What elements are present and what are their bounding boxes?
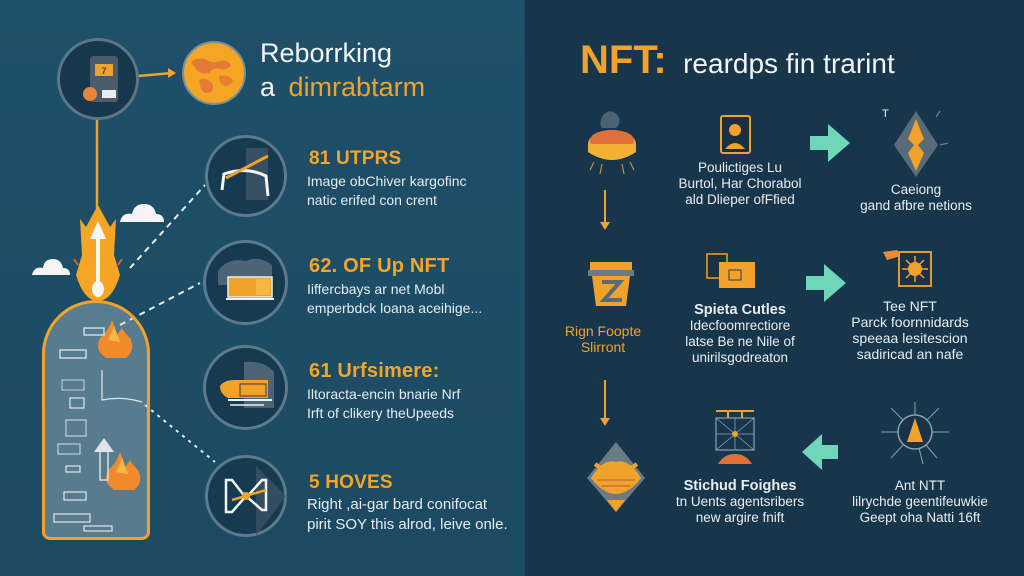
step-3-circle — [203, 345, 288, 430]
frame-tower-icon — [715, 410, 755, 464]
ship-icon — [220, 361, 274, 408]
arrow-right-icon — [806, 264, 846, 302]
node-9-title: Ant NTT — [894, 478, 946, 493]
node-2-line: ald Dlieper ofFfied — [685, 192, 795, 207]
node-3-line: gand afbre netions — [860, 198, 972, 213]
step-2-circle — [203, 240, 288, 325]
right-title-accent: NFT: — [580, 38, 667, 82]
node-9-line: lilrychde geentifeuwkie — [852, 494, 988, 509]
flow-lines — [600, 190, 610, 426]
building-icon — [218, 258, 274, 300]
node-6-text: Tee NFT Parck foornnidards speeaa lesite… — [840, 298, 980, 362]
left-title-prefix: a — [260, 72, 276, 102]
bottle-container-icon — [42, 300, 150, 540]
svg-text:T: T — [882, 108, 889, 120]
step-3-body-line2: Irft of clikery theUpeeds — [307, 405, 455, 421]
left-title-line2: a dimrabtarm — [260, 72, 425, 103]
right-title-rest: reardps fin trarint — [683, 48, 895, 79]
left-title-line1: Reborrking — [260, 38, 393, 68]
node-2-line: Poulictiges Lu — [697, 160, 783, 175]
step-3-body-line1: Iltoracta-encin bnarie Nrf — [307, 386, 461, 402]
step-2-heading: 62. OF Up NFT — [309, 255, 450, 277]
node-5-line: unirilsgodreaton — [691, 350, 789, 365]
bowl-icon — [588, 111, 636, 175]
node-2-line: Burtol, Har Chorabol — [678, 176, 802, 191]
left-title-accent: dimrabtarm — [288, 72, 426, 102]
step-1-body-line1: Image obChiver kargofinc — [307, 173, 467, 189]
arrow-right-icon — [810, 124, 850, 162]
node-8-title: Stichud Foighes — [683, 478, 797, 494]
node-5-text: Spieta Cutles Idecfoomrectiore latse Be … — [670, 302, 810, 366]
right-title: NFT: reardps fin trarint — [580, 38, 895, 83]
node-3-line: Caeiong — [890, 182, 942, 197]
node-6-line: Parck foornnidards — [851, 314, 969, 330]
compass-burst-icon — [881, 402, 949, 465]
step-2-body-line1: Iiffercbays ar net Mobl — [307, 281, 445, 297]
node-6-line: sadiricad an nafe — [856, 346, 964, 362]
hourglass-icon — [224, 466, 286, 536]
cloud-icon — [32, 259, 70, 275]
step-4-body-line1: Right ,ai-gar bard conifocat — [307, 496, 488, 513]
node-8-line: new argire fnift — [695, 510, 785, 525]
node-6-title: Tee NFT — [883, 298, 937, 314]
framed-sun-icon — [883, 250, 932, 287]
rocket-icon — [73, 205, 123, 301]
globe-icon — [182, 41, 246, 105]
start-token-circle: 7 — [57, 38, 139, 120]
arrow-left-icon — [802, 434, 838, 470]
svg-text:7: 7 — [101, 66, 106, 76]
step-4-body-line2: pirit SOY this alrod, leive onle. — [307, 516, 508, 533]
bridge-icon — [220, 148, 270, 200]
step-1-body-line2: natic erifed con crent — [307, 192, 437, 208]
cloud-icon — [120, 204, 164, 222]
node-8-line: tn Uents agentsribers — [675, 494, 805, 509]
node-5-line: latse Be ne Nile of — [685, 334, 795, 349]
basket-icon — [588, 262, 634, 306]
node-4-line: Rign Foopte — [564, 323, 642, 339]
emblem-icon — [587, 442, 645, 512]
step-2-body-line2: emperbdck loana aceihige... — [307, 300, 483, 316]
step-4-circle — [205, 455, 287, 537]
node-2-text: Poulictiges Lu Burtol, Har Chorabol ald … — [670, 160, 810, 208]
node-9-line: Geept oha Natti 16ft — [859, 510, 981, 525]
node-8-text: Stichud Foighes tn Uents agentsribers ne… — [660, 478, 820, 526]
portrait-card-icon — [720, 115, 751, 154]
bottle-contents — [53, 320, 143, 532]
diamond-icon: T — [882, 108, 949, 177]
token-card-icon: 7 — [83, 56, 118, 102]
node-3-text: Caeiong gand afbre netions — [846, 182, 986, 214]
node-5-line: Idecfoomrectiore — [689, 318, 791, 333]
node-5-title: Spieta Cutles — [694, 302, 786, 318]
cards-icon — [706, 253, 755, 288]
node-4-line: Slirront — [580, 339, 626, 355]
step-1-circle — [205, 135, 287, 217]
node-4-text: Rign Foopte Slirront — [548, 323, 658, 355]
step-4-heading: 5 HOVES — [309, 472, 393, 493]
node-9-text: Ant NTT lilrychde geentifeuwkie Geept oh… — [840, 478, 1000, 526]
step-1-heading: 81 UTPRS — [309, 148, 402, 169]
node-6-line: speeaa lesitescion — [852, 330, 968, 346]
step-3-heading: 61 Urfsimere: — [309, 360, 440, 382]
